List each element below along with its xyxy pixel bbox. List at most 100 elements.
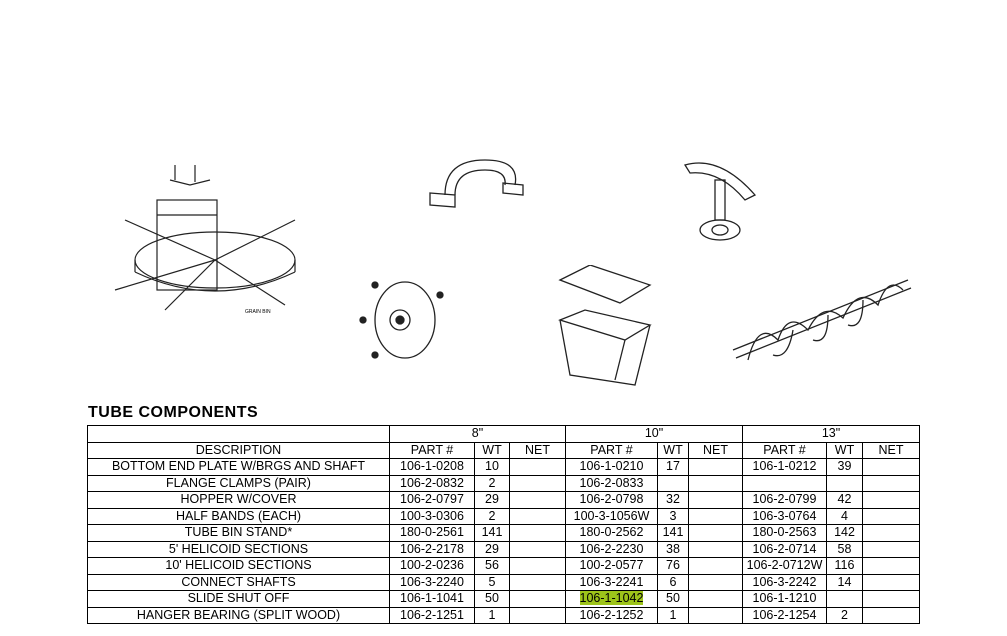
description-cell: TUBE BIN STAND* (87, 524, 390, 542)
part-number: 106-2-2230 (579, 541, 644, 556)
net-cell (688, 573, 743, 591)
net-cell (688, 507, 743, 525)
part-number: 180-0-2561 (400, 525, 464, 540)
part-number: 106-2-0799 (752, 492, 817, 507)
weight-cell: 58 (826, 540, 863, 558)
part-number: 180-0-2562 (579, 525, 644, 540)
description-cell: HANGER BEARING (SPLIT WOOD) (87, 606, 390, 624)
part-number-cell: 100-2-0236 (389, 557, 475, 575)
part-number-cell: 106-2-0797 (389, 491, 475, 509)
part-number-cell: 106-3-2241 (565, 573, 658, 591)
weight-cell: 29 (474, 540, 510, 558)
part-number: 106-2-0832 (400, 475, 464, 490)
column-header-row: DESCRIPTION PART # WT NET PART # WT NET … (87, 441, 920, 459)
weight-cell: 76 (657, 557, 689, 575)
part-number-cell: 100-2-0577 (565, 557, 658, 575)
part-number-cell: 106-2-0832 (389, 474, 475, 492)
net-cell (509, 491, 566, 509)
weight-cell: 4 (826, 507, 863, 525)
net-cell (509, 474, 566, 492)
part-number: 106-2-0833 (579, 475, 644, 490)
part-number-cell: 106-1-0210 (565, 458, 658, 476)
net-cell (509, 507, 566, 525)
part-number-cell: 106-2-1252 (565, 606, 658, 624)
net-cell (688, 540, 743, 558)
part-number: 106-1-1041 (400, 591, 464, 606)
net-cell (688, 557, 743, 575)
table-row: 5' HELICOID SECTIONS 106-2-2178 29 106-2-22… (87, 540, 920, 558)
part-number: 180-0-2563 (752, 525, 817, 540)
net-cell (509, 573, 566, 591)
net-cell (862, 540, 920, 558)
blank-header-cell (87, 425, 390, 443)
part-number: 106-2-1251 (400, 607, 464, 622)
size-13-header: 13" (742, 425, 920, 443)
net-header: NET (862, 441, 920, 459)
part-number-cell: 106-2-0799 (742, 491, 827, 509)
part-number-cell: 106-1-1210 (742, 590, 827, 608)
part-number: 106-2-0714 (752, 541, 817, 556)
description-cell: SLIDE SHUT OFF (87, 590, 390, 608)
weight-cell: 2 (474, 507, 510, 525)
part-number: 106-2-0712W (746, 558, 823, 573)
half-band-illustration (425, 155, 525, 210)
weight-cell: 29 (474, 491, 510, 509)
weight-cell: 56 (474, 557, 510, 575)
highlighted-part-number: 106-1-1042 (579, 591, 644, 606)
table-row: TUBE BIN STAND* 180-0-2561 141 180-0-2562 14… (87, 524, 920, 542)
description-cell: FLANGE CLAMPS (PAIR) (87, 474, 390, 492)
net-cell (862, 507, 920, 525)
section-title: TUBE COMPONENTS (88, 404, 259, 421)
part-number-cell: 106-1-1042 (565, 590, 658, 608)
weight-cell (826, 590, 863, 608)
part-number: 106-2-0798 (579, 492, 644, 507)
weight-cell: 50 (474, 590, 510, 608)
net-cell (688, 474, 743, 492)
net-cell (862, 557, 920, 575)
part-number: 106-2-2178 (400, 541, 464, 556)
part-number: 106-2-1254 (752, 607, 817, 622)
weight-cell: 38 (657, 540, 689, 558)
part-number-cell: 106-2-2178 (389, 540, 475, 558)
part-number: 100-2-0236 (400, 558, 464, 573)
tube-components-table: 8" 10" 13" DESCRIPTION PART # WT NET PAR… (87, 425, 920, 624)
net-header: NET (509, 441, 566, 459)
part-number: 106-3-2241 (579, 574, 644, 589)
size-8-header: 8" (389, 425, 566, 443)
net-cell (688, 590, 743, 608)
weight-cell: 42 (826, 491, 863, 509)
weight-cell: 2 (826, 606, 863, 624)
net-cell (509, 458, 566, 476)
grain-bin-label: GRAIN BIN (245, 309, 271, 315)
weight-cell: 3 (657, 507, 689, 525)
part-number-cell: 100-3-1056W (565, 507, 658, 525)
hanger-bearing-illustration (680, 155, 760, 255)
part-header: PART # (565, 441, 658, 459)
part-number-cell: 180-0-2562 (565, 524, 658, 542)
grain-bin-stand-illustration: GRAIN BIN (105, 160, 305, 320)
weight-cell: 142 (826, 524, 863, 542)
hopper-with-cover-illustration (555, 265, 655, 390)
part-number: 100-3-1056W (573, 508, 650, 523)
part-number-cell: 106-1-0208 (389, 458, 475, 476)
part-number-cell: 106-2-1251 (389, 606, 475, 624)
description-cell: 5' HELICOID SECTIONS (87, 540, 390, 558)
weight-cell: 141 (657, 524, 689, 542)
part-number: 106-1-1210 (752, 591, 817, 606)
description-header: DESCRIPTION (87, 441, 390, 459)
net-cell (509, 557, 566, 575)
net-cell (509, 590, 566, 608)
net-cell (509, 606, 566, 624)
weight-cell: 6 (657, 573, 689, 591)
net-cell (862, 474, 920, 492)
description-cell: BOTTOM END PLATE W/BRGS AND SHAFT (87, 458, 390, 476)
weight-cell: 5 (474, 573, 510, 591)
net-cell (862, 524, 920, 542)
net-header: NET (688, 441, 743, 459)
net-cell (862, 573, 920, 591)
net-cell (688, 606, 743, 624)
